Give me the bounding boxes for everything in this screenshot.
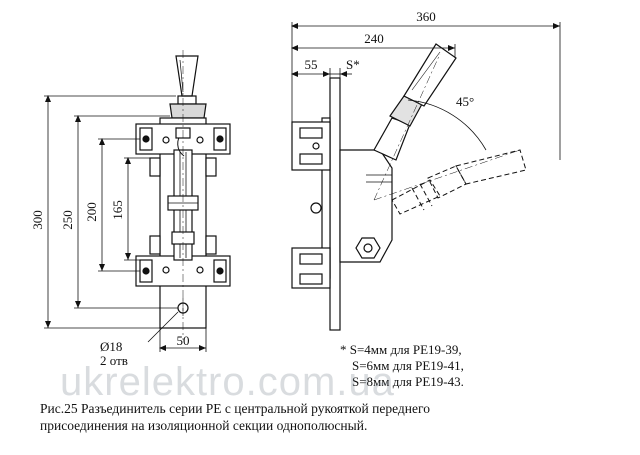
note-line-1: * S=4мм для РЕ19-39, [340, 342, 462, 357]
note-line-2: S=6мм для РЕ19-41, [352, 358, 464, 373]
caption-line-2: присоединения на изоляционной секции одн… [40, 418, 368, 433]
figure-caption: Рис.25 Разъединитель серии РЕ с централь… [40, 400, 630, 434]
front-view [135, 50, 231, 340]
dim-hole-diameter: Ø18 [100, 339, 122, 354]
dim-angle-45: 45° [456, 94, 474, 109]
side-dimension-lines [291, 22, 561, 160]
dim-360: 360 [416, 9, 436, 24]
dim-300: 300 [30, 210, 45, 230]
dim-165: 165 [110, 200, 125, 220]
dim-s: S* [346, 57, 360, 72]
dim-55: 55 [305, 57, 318, 72]
front-dimension-lines [44, 95, 207, 352]
dim-hole-count: 2 отв [100, 353, 128, 368]
dim-250: 250 [60, 210, 75, 230]
dim-200: 200 [84, 202, 99, 222]
dim-50: 50 [177, 333, 190, 348]
watermark-logo: ukrelektro.com.ua [60, 360, 395, 404]
side-view [291, 43, 527, 331]
note-line-3: S=8мм для РЕ19-43. [352, 374, 464, 389]
caption-line-1: Рис.25 Разъединитель серии РЕ с централь… [40, 401, 430, 416]
dim-240: 240 [364, 31, 384, 46]
